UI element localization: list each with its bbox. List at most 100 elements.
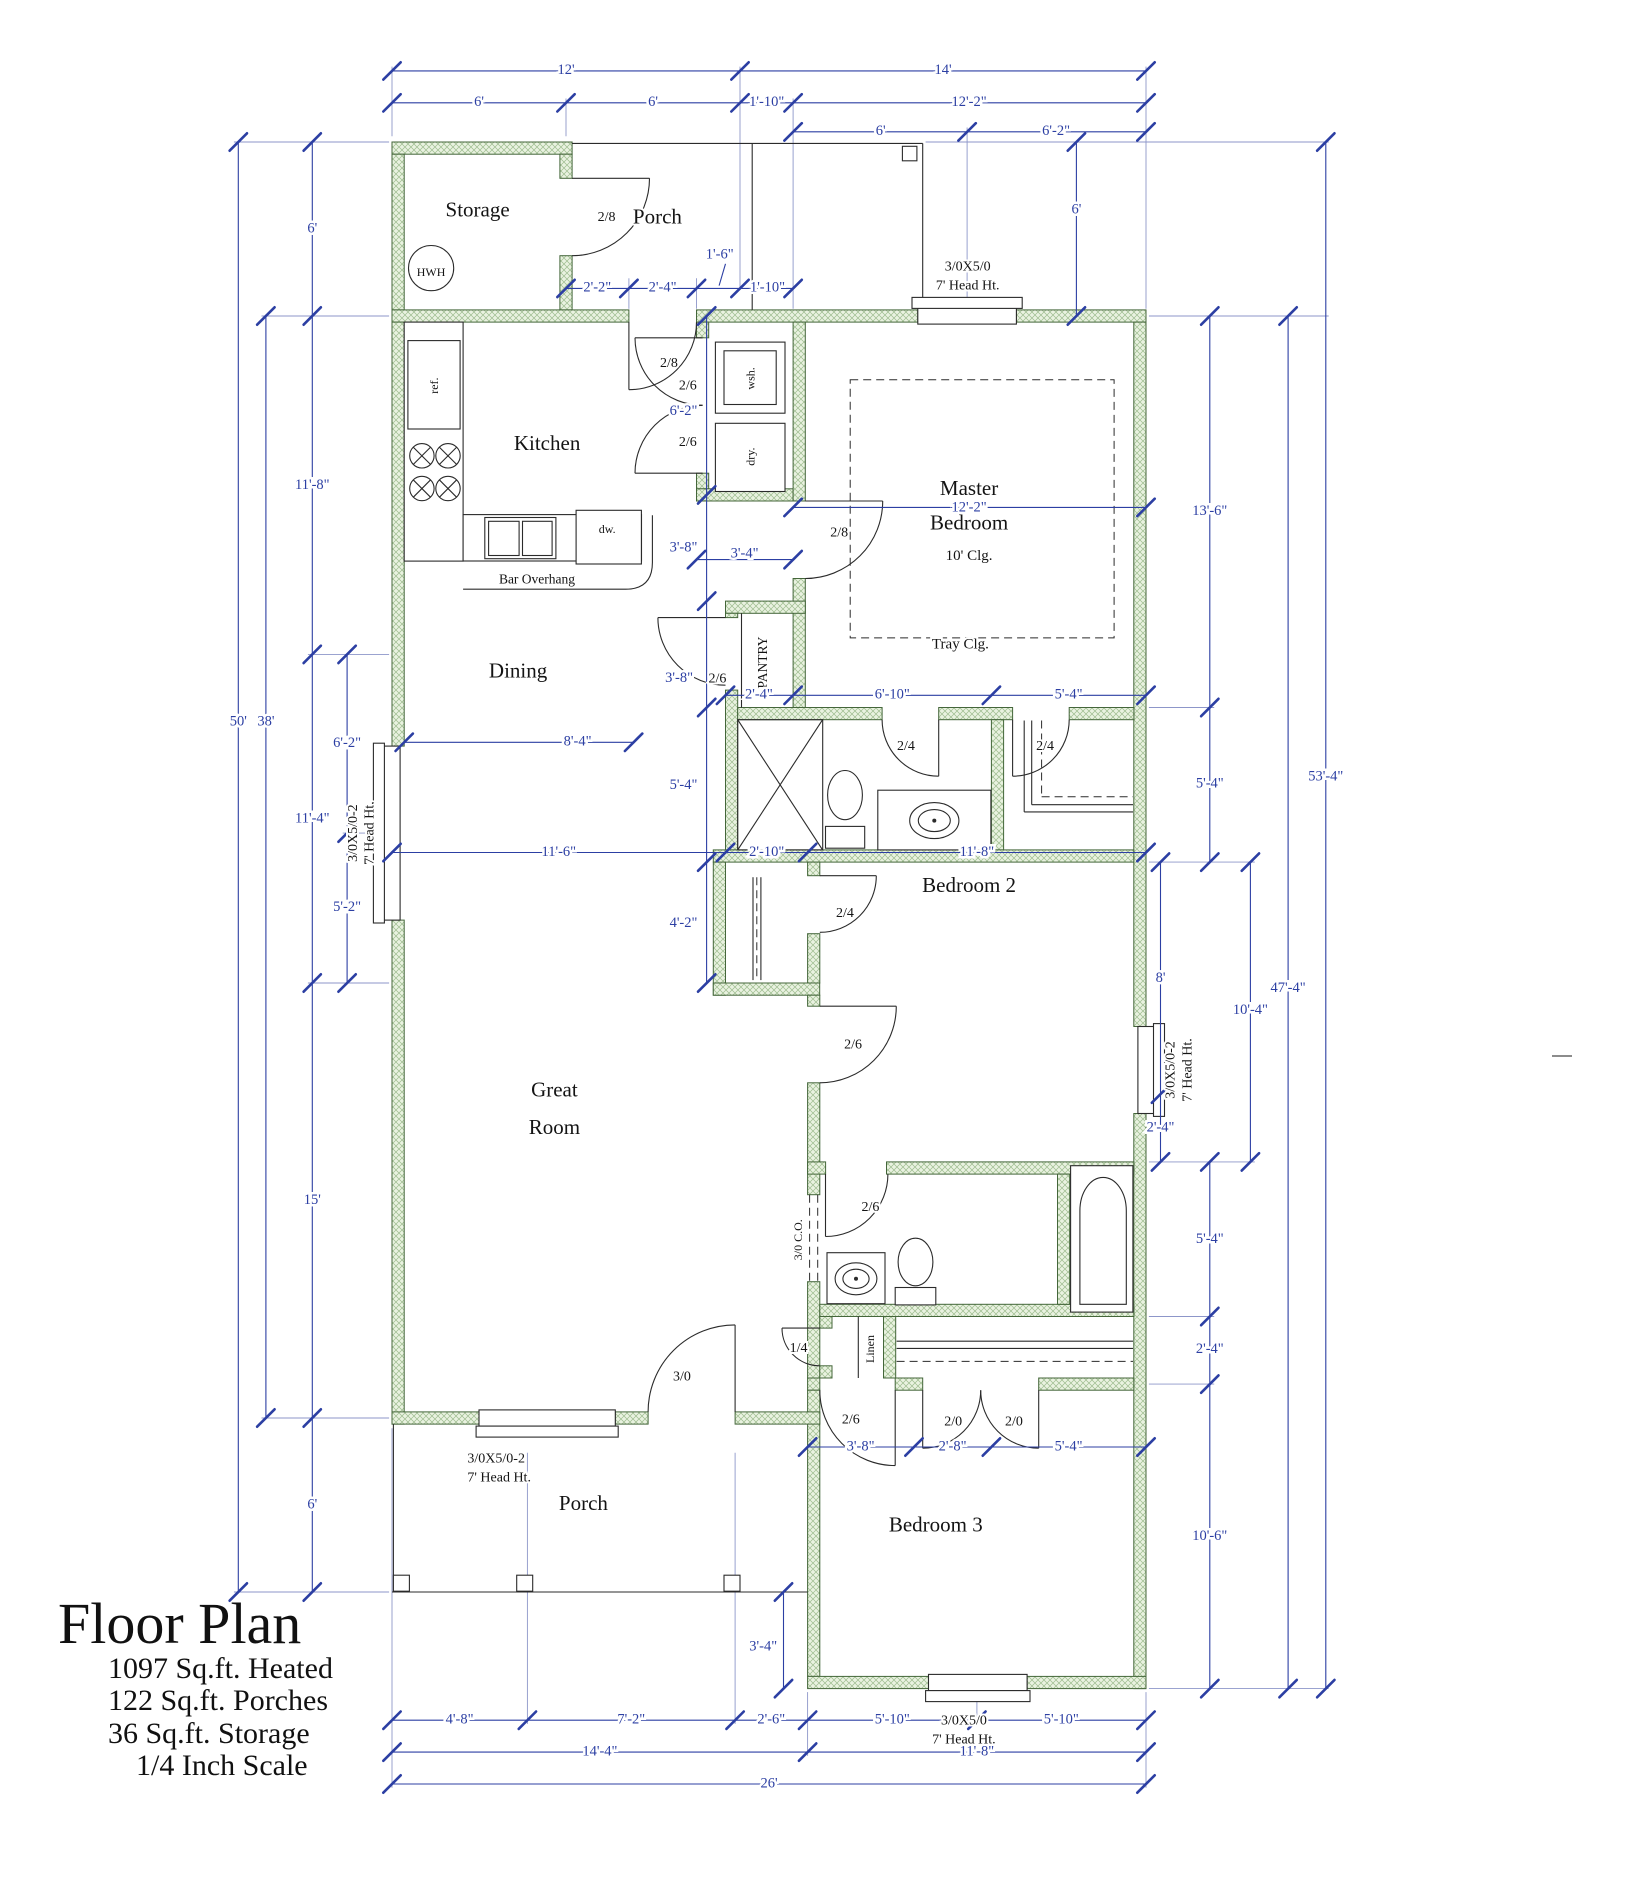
label-dims-left-1: 38' — [257, 713, 274, 729]
wall — [725, 612, 739, 619]
label-rooms-master_1: Master — [940, 476, 998, 500]
label-doors-d_storage: 2/8 — [598, 210, 616, 225]
stat-storage: 36 Sq.ft. Storage — [108, 1716, 310, 1750]
dim-tick — [1066, 305, 1087, 327]
label-dims-right-10: 10'-6" — [1192, 1528, 1227, 1544]
dim-tick — [1150, 1084, 1171, 1105]
dim-tick — [302, 132, 323, 152]
label-dims-interior-11: 11'-6" — [542, 844, 577, 860]
door-bedroom3-swing — [819, 1390, 896, 1467]
wall — [737, 707, 883, 721]
toilet-bowl — [897, 1237, 934, 1287]
wall — [712, 982, 821, 996]
label-fixtures-hwh: HWH — [417, 265, 446, 279]
label-dims-right-7: 53'-4" — [1308, 768, 1343, 784]
label-dims-left-2: 6' — [307, 220, 317, 236]
dim-tick — [1199, 697, 1220, 718]
dim-tick — [1150, 1151, 1171, 1172]
label-windows-w_b2-1: 7' Head Ht. — [1181, 1038, 1196, 1102]
wall — [1133, 321, 1147, 1028]
dim-tick — [1199, 305, 1220, 327]
label-dims-interior-10: 8'-4" — [564, 734, 592, 750]
label-rooms-great_1: Great — [531, 1078, 578, 1102]
label-dims-right-4: 2'-4" — [1147, 1119, 1175, 1135]
label-dims-right-6: 47'-4" — [1271, 980, 1306, 996]
label-dims-left-8: 5'-2" — [333, 899, 361, 915]
label-dims-interior-2: 3'-8" — [670, 539, 698, 555]
dim-tick — [783, 121, 804, 142]
label-dims-porch_row-3: 1'-10" — [750, 280, 785, 296]
label-fixtures-ref: ref. — [427, 377, 441, 393]
dim-tick — [903, 1437, 925, 1457]
dim-tick — [773, 1678, 794, 1699]
dim-tick — [228, 132, 249, 152]
label-windows-w_master-0: 3/0X5/0 — [945, 260, 991, 275]
window — [917, 307, 1017, 325]
wall — [819, 1316, 833, 1329]
dim-tick — [1136, 60, 1156, 81]
label-dims-bottom-7: 26' — [760, 1775, 777, 1791]
dim-tick — [1136, 842, 1156, 863]
dim-tick — [228, 1582, 249, 1602]
wall — [559, 153, 573, 179]
dim-tick — [381, 1742, 403, 1763]
wall — [391, 309, 630, 323]
dim-tick — [1136, 497, 1156, 518]
porch-post — [901, 145, 918, 162]
wall — [1038, 1377, 1135, 1391]
door-b2-closet-swing — [819, 875, 877, 933]
dim-tick — [1136, 121, 1156, 142]
dim-tick — [555, 92, 577, 113]
dim-tick — [337, 972, 358, 994]
tray-ceiling-outline — [849, 379, 1115, 639]
wall — [391, 321, 405, 747]
dim-tick — [696, 591, 717, 612]
label-doors-d_linen: 1/4 — [790, 1341, 808, 1356]
wall — [807, 1161, 827, 1175]
wall — [696, 309, 919, 323]
dim-tick — [981, 1437, 1002, 1457]
label-dims-left-3: 11'-8" — [295, 477, 330, 493]
label-rooms-bedroom3: Bedroom 3 — [889, 1513, 983, 1537]
dim-tick — [1136, 1742, 1156, 1763]
refrigerator — [407, 340, 461, 430]
wall — [807, 1377, 821, 1391]
label-windows-w_b3-0: 3/0X5/0 — [941, 1713, 987, 1728]
shower — [737, 719, 824, 851]
door-bath2-swing — [825, 1174, 889, 1238]
dim-tick — [618, 278, 639, 299]
door-master-closet-swing — [1012, 719, 1070, 777]
window — [478, 1409, 616, 1427]
label-dims-interior-7: 5'-4" — [1055, 687, 1083, 703]
water-heater — [407, 244, 455, 292]
label-dims-bottom-0: 4'-8" — [446, 1712, 474, 1728]
wall — [1133, 1113, 1147, 1690]
dim-tick — [715, 842, 736, 863]
wall — [819, 1303, 1135, 1318]
dim-tick — [696, 972, 717, 994]
title-block: Floor Plan 1097 Sq.ft. Heated 122 Sq.ft.… — [58, 1595, 333, 1783]
bathtub — [1070, 1165, 1134, 1313]
dim-tick — [1136, 1437, 1156, 1457]
label-dims-interior-1: 3'-4" — [731, 546, 759, 562]
burner-cross — [412, 479, 431, 498]
dim-tick — [1278, 305, 1299, 327]
label-rooms-master_clg: 10' Clg. — [946, 548, 993, 564]
label-dims-top-6: 6' — [876, 123, 886, 139]
door-laundry-b-swing — [634, 404, 703, 474]
label-windows-w_b2-0: 3/0X5/0-2 — [1164, 1041, 1179, 1099]
dim-tick — [302, 1582, 323, 1602]
label-doors-d_b3closet_a: 2/0 — [944, 1415, 962, 1430]
wall — [894, 1377, 924, 1391]
wall — [807, 861, 821, 877]
wall — [725, 600, 806, 614]
label-dims-interior-0: 6'-2" — [670, 403, 698, 419]
label-dims-bottom-8: 3'-4" — [749, 1638, 777, 1654]
dishwasher — [575, 509, 642, 565]
label-rooms-storage: Storage — [446, 197, 510, 221]
window — [1137, 1025, 1155, 1115]
dim-tick — [696, 305, 717, 327]
dim-tick — [1315, 132, 1336, 152]
